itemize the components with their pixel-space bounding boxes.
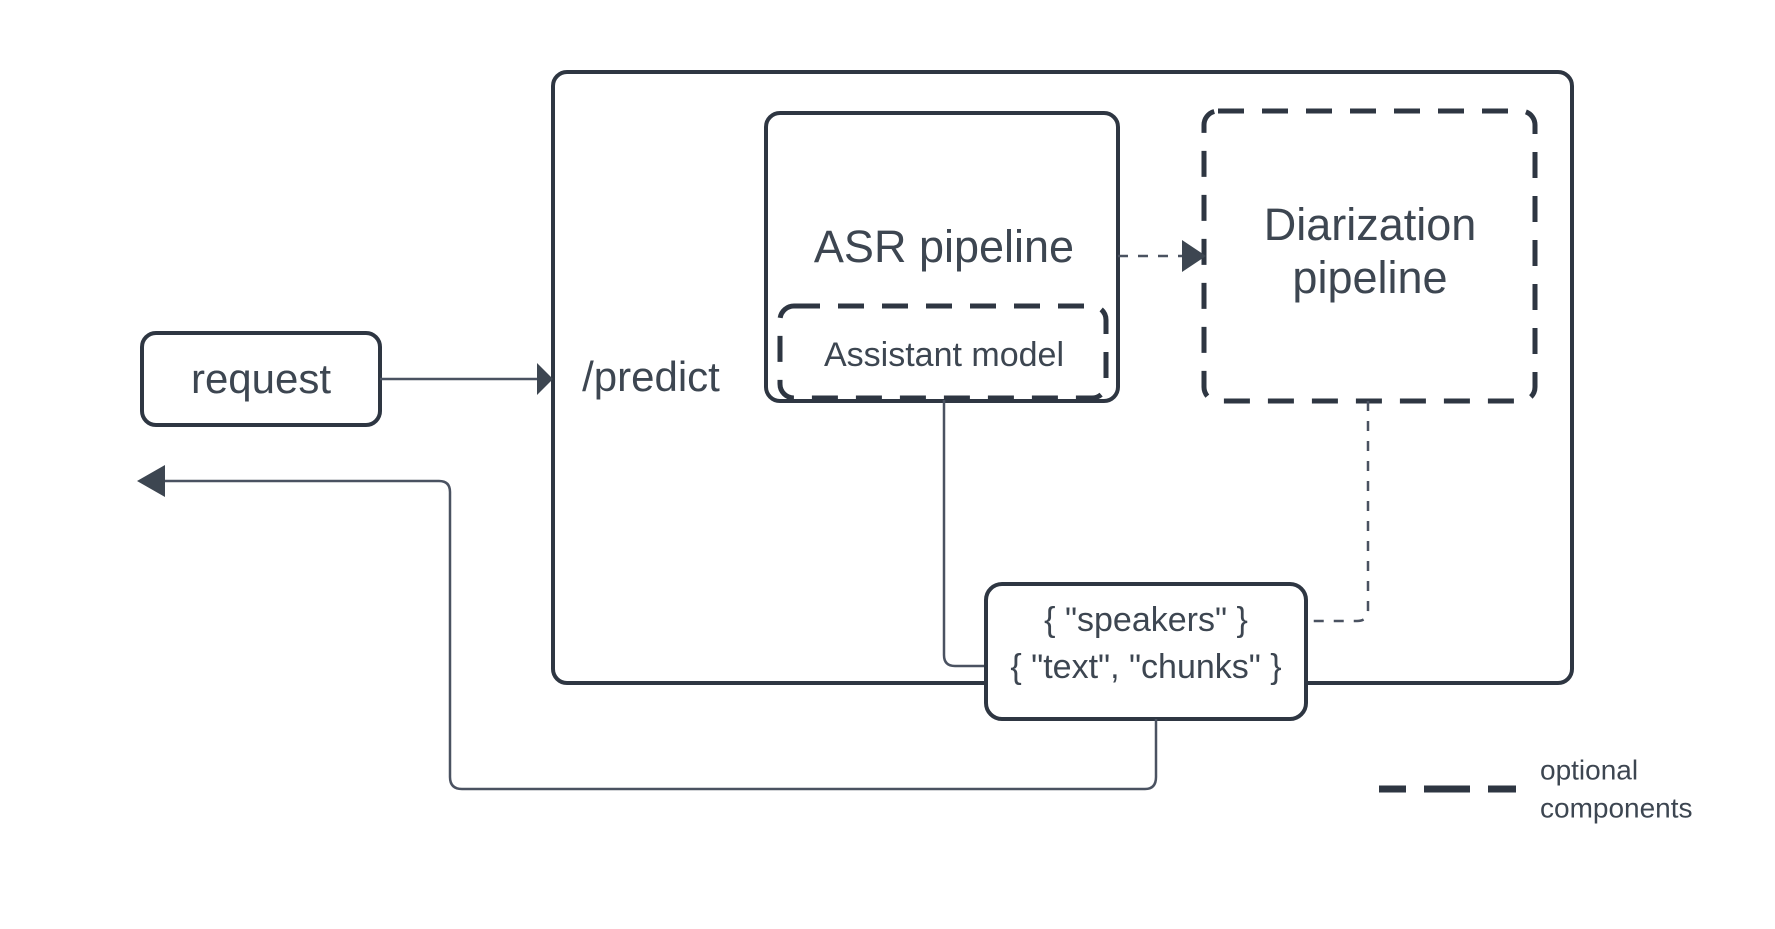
diarization-pipeline-label-line1: Diarization xyxy=(1264,199,1477,250)
legend-label-line1: optional xyxy=(1540,754,1638,785)
output-speakers-label: { "speakers" } xyxy=(1044,601,1248,639)
output-payload-box[interactable] xyxy=(984,582,1308,721)
arrow-head-icon-response-return xyxy=(137,465,165,497)
assistant-to-output-connector xyxy=(942,400,990,668)
output-text-chunks-label: { "text", "chunks" } xyxy=(1010,648,1281,686)
diarization-to-output-connector xyxy=(1308,401,1370,623)
arrow-head-icon-request-to-predict xyxy=(537,363,553,395)
arrow-head-icon-asr-to-diarization xyxy=(1182,240,1206,272)
assistant-model-label: Assistant model xyxy=(824,336,1064,374)
request-label: request xyxy=(191,355,331,402)
response-return-connector xyxy=(165,479,1158,791)
assistant-model-box[interactable] xyxy=(777,303,1109,401)
asr-pipeline-label: ASR pipeline xyxy=(814,221,1074,272)
legend-label-line2: components xyxy=(1540,792,1693,823)
predict-label: /predict xyxy=(582,353,720,400)
diarization-pipeline-label-line2: pipeline xyxy=(1292,252,1447,303)
